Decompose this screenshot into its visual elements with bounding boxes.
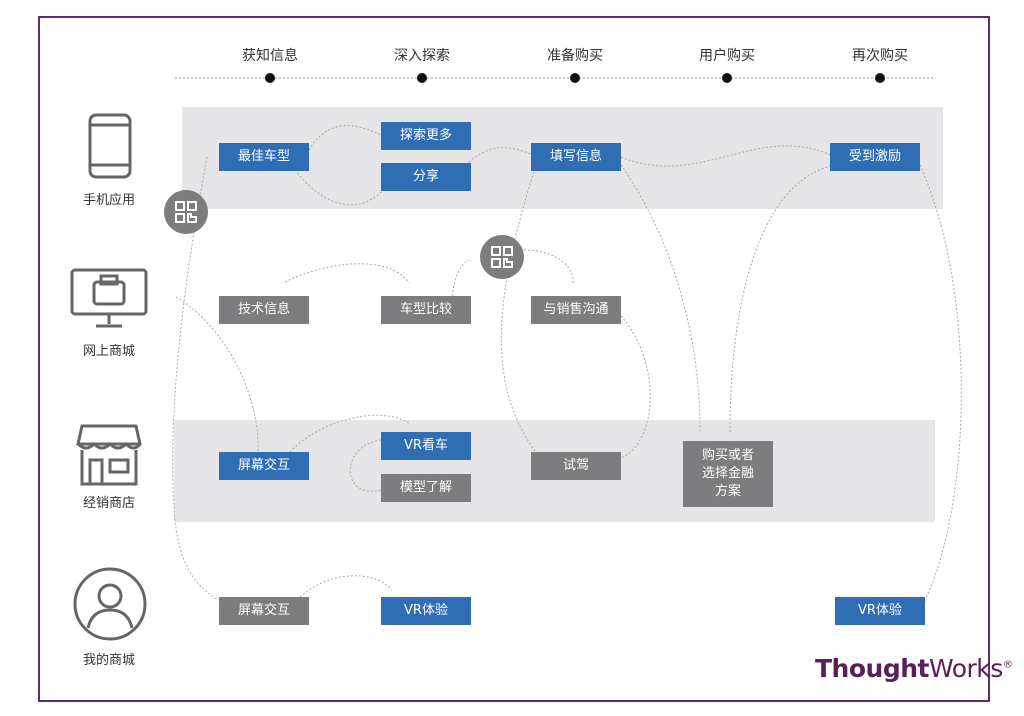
node-motivated: 受到激励 — [830, 143, 920, 171]
user-profile-icon — [73, 567, 147, 641]
node-compare: 车型比较 — [381, 296, 471, 324]
node-vr-experience: VR体验 — [835, 597, 925, 625]
stage-dot — [265, 73, 275, 83]
thoughtworks-logo: ThoughtWorks® — [815, 654, 1013, 683]
stage-label: 获知信息 — [242, 48, 298, 64]
node-talk-sales: 与销售沟通 — [531, 296, 621, 324]
stage-label: 用户购买 — [699, 48, 755, 64]
node-vr-experience: VR体验 — [381, 597, 471, 625]
stage-dot — [722, 73, 732, 83]
channel-label-my-mall: 我的商城 — [82, 653, 135, 668]
stage-label: 再次购买 — [852, 48, 908, 64]
computer-icon — [70, 268, 148, 328]
node-fill-info: 填写信息 — [531, 143, 621, 171]
node-purchase: 购买或者选择金融方案 — [683, 441, 773, 507]
storefront-icon — [76, 424, 142, 486]
diagram-frame — [38, 16, 990, 702]
qr-code-icon — [480, 235, 524, 279]
channel-label-dealer: 经销商店 — [82, 496, 135, 511]
stage-dot — [417, 73, 427, 83]
node-screen-interact-store: 屏幕交互 — [219, 452, 309, 480]
phone-icon — [88, 113, 132, 179]
node-test-drive: 试驾 — [531, 452, 621, 480]
node-vr-view: VR看车 — [381, 432, 471, 460]
node-model-learn: 模型了解 — [381, 474, 471, 502]
node-tech-info: 技术信息 — [219, 296, 309, 324]
node-best-model: 最佳车型 — [219, 143, 309, 171]
node-explore-more: 探索更多 — [381, 122, 471, 150]
node-screen-interact-my: 屏幕交互 — [219, 597, 309, 625]
stage-label: 准备购买 — [547, 48, 603, 64]
stage-dot — [570, 73, 580, 83]
stage-dot — [875, 73, 885, 83]
channel-label-online: 网上商城 — [82, 344, 135, 359]
stage-label: 深入探索 — [394, 48, 450, 64]
node-share: 分享 — [381, 163, 471, 191]
qr-code-icon — [164, 190, 208, 234]
channel-label-mobile: 手机应用 — [82, 193, 135, 208]
